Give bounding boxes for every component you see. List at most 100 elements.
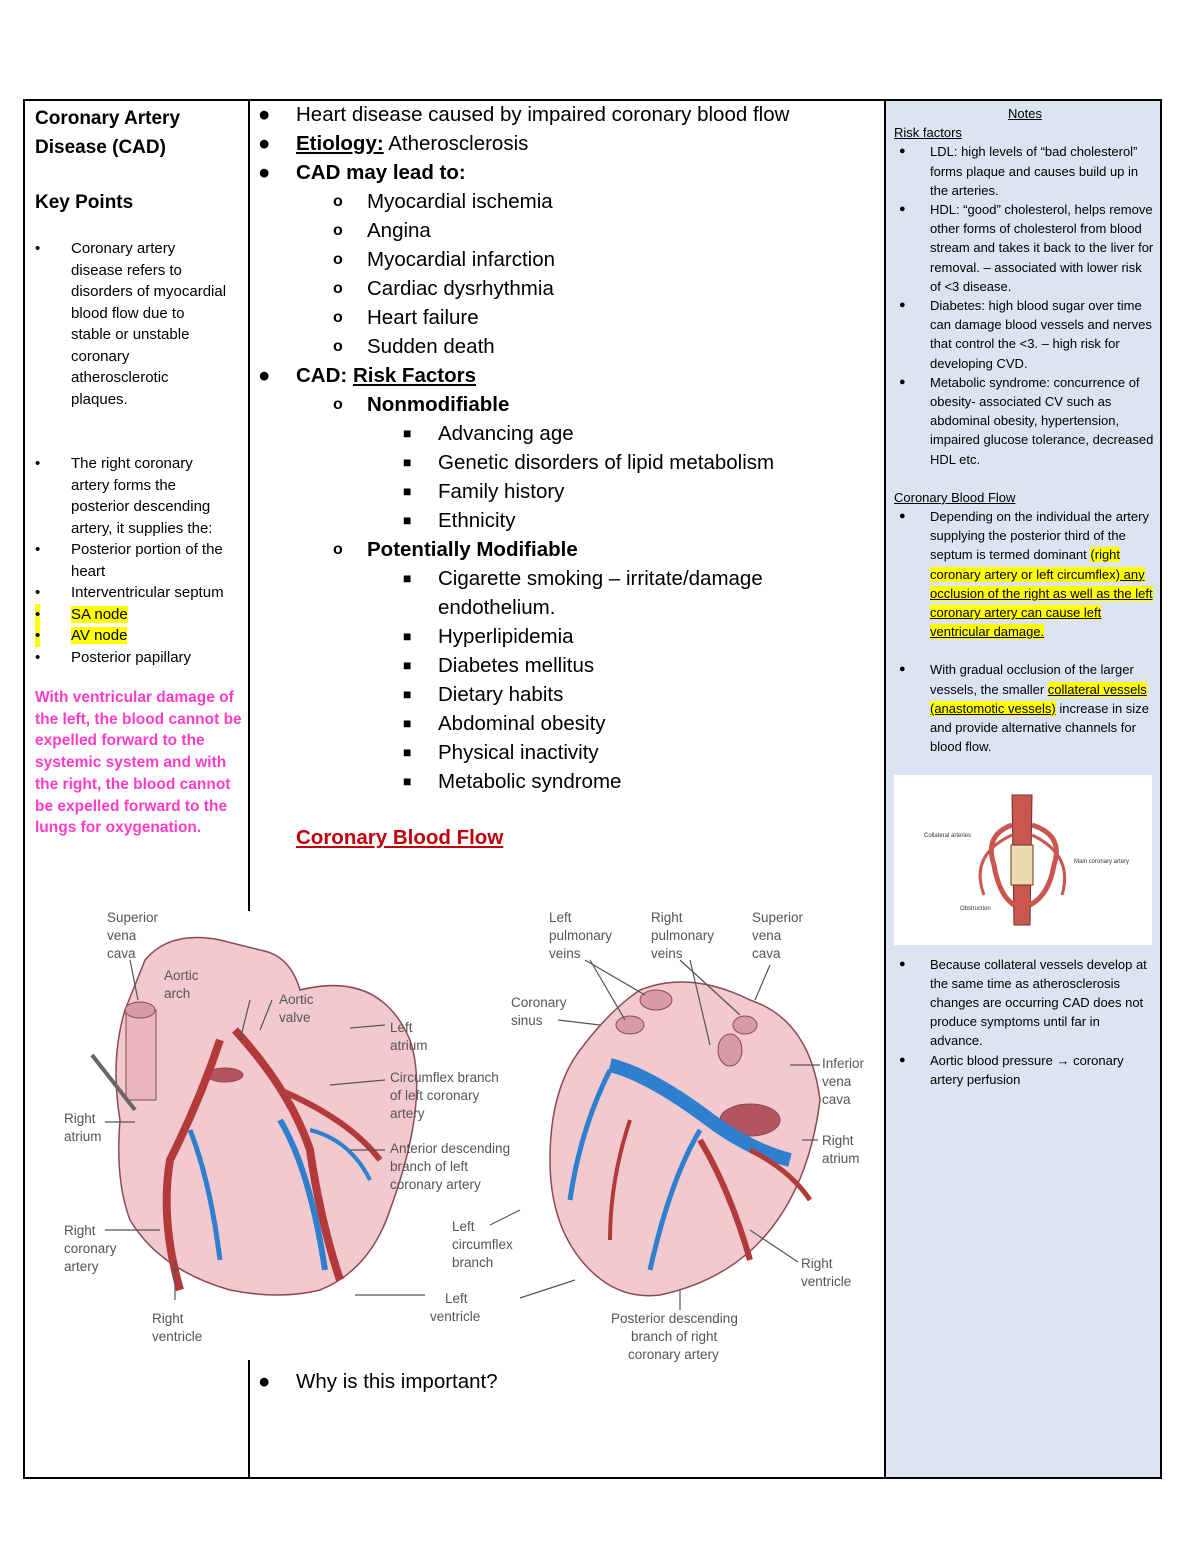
list-item: ●With gradual occlusion of the larger ve… [899,662,1149,755]
list-item: •Posterior papillary [35,648,192,666]
consequence-item: Sudden death [367,335,495,358]
column-divider-left-lower [248,1360,250,1478]
consequence-item: Heart failure [367,306,479,329]
title-line-1: Coronary Artery [35,108,181,129]
risk-item: Abdominal obesity [438,712,606,735]
figure-label: Left [390,1020,413,1035]
list-item: •Interventricular septum [35,584,224,601]
figure-label: cava [752,946,781,961]
figure-label: Left [445,1291,468,1306]
arrow-icon: → [1056,1052,1070,1068]
figure-label: Main coronary artery [1074,859,1129,865]
figure-label: Inferior [822,1056,865,1071]
figure-label: Aortic [164,968,199,983]
flow-notes-list: ●Depending on the individual the artery … [894,507,1156,756]
list-item-av-node: •AV node [35,625,245,647]
risk-item: Diabetes mellitus [438,654,595,677]
list-item: • Coronary artery disease refers to diso… [35,240,227,408]
risk-factors-heading: Risk Factors [352,364,476,387]
figure-label: Collateral arteries [924,833,971,839]
list-item: ●Aortic blood pressure → coronary artery… [899,1052,1124,1087]
figure-label: atrium [390,1038,428,1053]
figure-label: sinus [511,1013,543,1028]
risk-item: Family history [438,480,565,503]
figure-label: Superior [107,910,159,925]
nonmodifiable-heading: Nonmodifiable [367,393,510,416]
risk-item-continuation: endothelium. [438,596,556,619]
risk-item: Cigarette smoking – irritate/damage [438,567,763,590]
risk-item: Advancing age [438,422,574,445]
figure-label: Right [801,1256,833,1271]
figure-label: of left coronary [390,1088,480,1103]
figure-label: Left [452,1219,475,1234]
posterior-heart-illustration [549,981,821,1297]
key-points-heading: Key Points [35,192,134,213]
figure-label: veins [549,946,581,961]
figure-label: artery [390,1106,425,1121]
etiology-value: Atherosclerosis [383,132,529,155]
figure-leader-lines [105,959,820,1310]
risk-item: Dietary habits [438,683,564,706]
figure-label: vena [107,928,137,943]
figure-label: cava [822,1092,851,1107]
risk-item: Physical inactivity [438,741,599,764]
figure-label: vena [822,1074,852,1089]
figure-label: Superior [752,910,804,925]
figure-label: branch of left [390,1159,468,1174]
column-divider-left [248,101,250,911]
figure-label: vena [752,928,782,943]
figure-label: Posterior descending [611,1311,738,1326]
risk-item: Metabolic syndrome [438,770,622,793]
figure-label: Right [822,1133,854,1148]
risk-item: Ethnicity [438,509,516,532]
list-item: ●Depending on the individual the artery … [899,509,1153,640]
risk-prefix: CAD: [296,364,353,387]
figure-label: Right [64,1111,96,1126]
definition-line: Heart disease caused by impaired coronar… [296,103,790,126]
list-item: ●HDL: “good” cholesterol, helps remove o… [899,202,1154,294]
figure-label: branch of right [631,1329,718,1344]
pink-note: With ventricular damage of the left, the… [35,689,242,837]
list-item: ●LDL: high levels of “bad cholesterol” f… [899,144,1139,198]
risk-notes-list: ●LDL: high levels of “bad cholesterol” f… [894,142,1156,468]
consequence-item: Myocardial infarction [367,248,555,271]
figure-label: coronary artery [390,1177,481,1192]
consequence-item: Angina [367,219,431,242]
figure-label: Right [651,910,683,925]
consequence-item: Myocardial ischemia [367,190,553,213]
figure-label: pulmonary [549,928,612,943]
title-line-2: Disease (CAD) [35,137,166,158]
figure-label: coronary artery [628,1347,719,1362]
list-item: ●Diabetes: high blood sugar over time ca… [899,298,1152,371]
risk-item: Hyperlipidemia [438,625,574,648]
figure-label: ventricle [430,1309,480,1324]
figure-label: valve [279,1010,311,1025]
figure-label: atrium [822,1151,860,1166]
list-item: • The right coronary artery forms the po… [35,455,213,537]
figure-label: ventricle [801,1274,851,1289]
lead-to-heading: CAD may lead to: [296,161,466,184]
figure-label: pulmonary [651,928,714,943]
figure-label: Aortic [279,992,314,1007]
figure-label: artery [64,1259,99,1274]
figure-label: arch [164,986,190,1001]
anterior-labels: Superior vena cava Aortic arch Aortic va… [64,910,510,1344]
figure-label: circumflex [452,1237,513,1252]
key-points-list: • Coronary artery disease refers to diso… [35,238,245,668]
coronary-blood-flow-subheading: Coronary Blood Flow [894,489,1016,505]
notes-column: Notes Risk factors ●LDL: high levels of … [894,104,1156,1089]
figure-label: ventricle [152,1329,202,1344]
heart-anatomy-figure: Superior vena cava Aortic arch Aortic va… [64,910,865,1362]
risk-item: Genetic disorders of lipid metabolism [438,451,775,474]
posterior-labels: Left pulmonary veins Right pulmonary vei… [452,910,865,1362]
middle-column: ●Heart disease caused by impaired corona… [258,100,878,796]
figure-label: Circumflex branch [390,1070,499,1085]
figure-label: Anterior descending [390,1141,510,1156]
etiology-label: Etiology: [296,132,384,155]
figure-label: cava [107,946,136,961]
risk-factors-subheading: Risk factors [894,125,962,141]
figure-label: veins [651,946,683,961]
list-item: ●Because collateral vessels develop at t… [899,956,1147,1049]
figure-label: coronary [64,1241,117,1256]
figure-label: branch [452,1255,493,1270]
